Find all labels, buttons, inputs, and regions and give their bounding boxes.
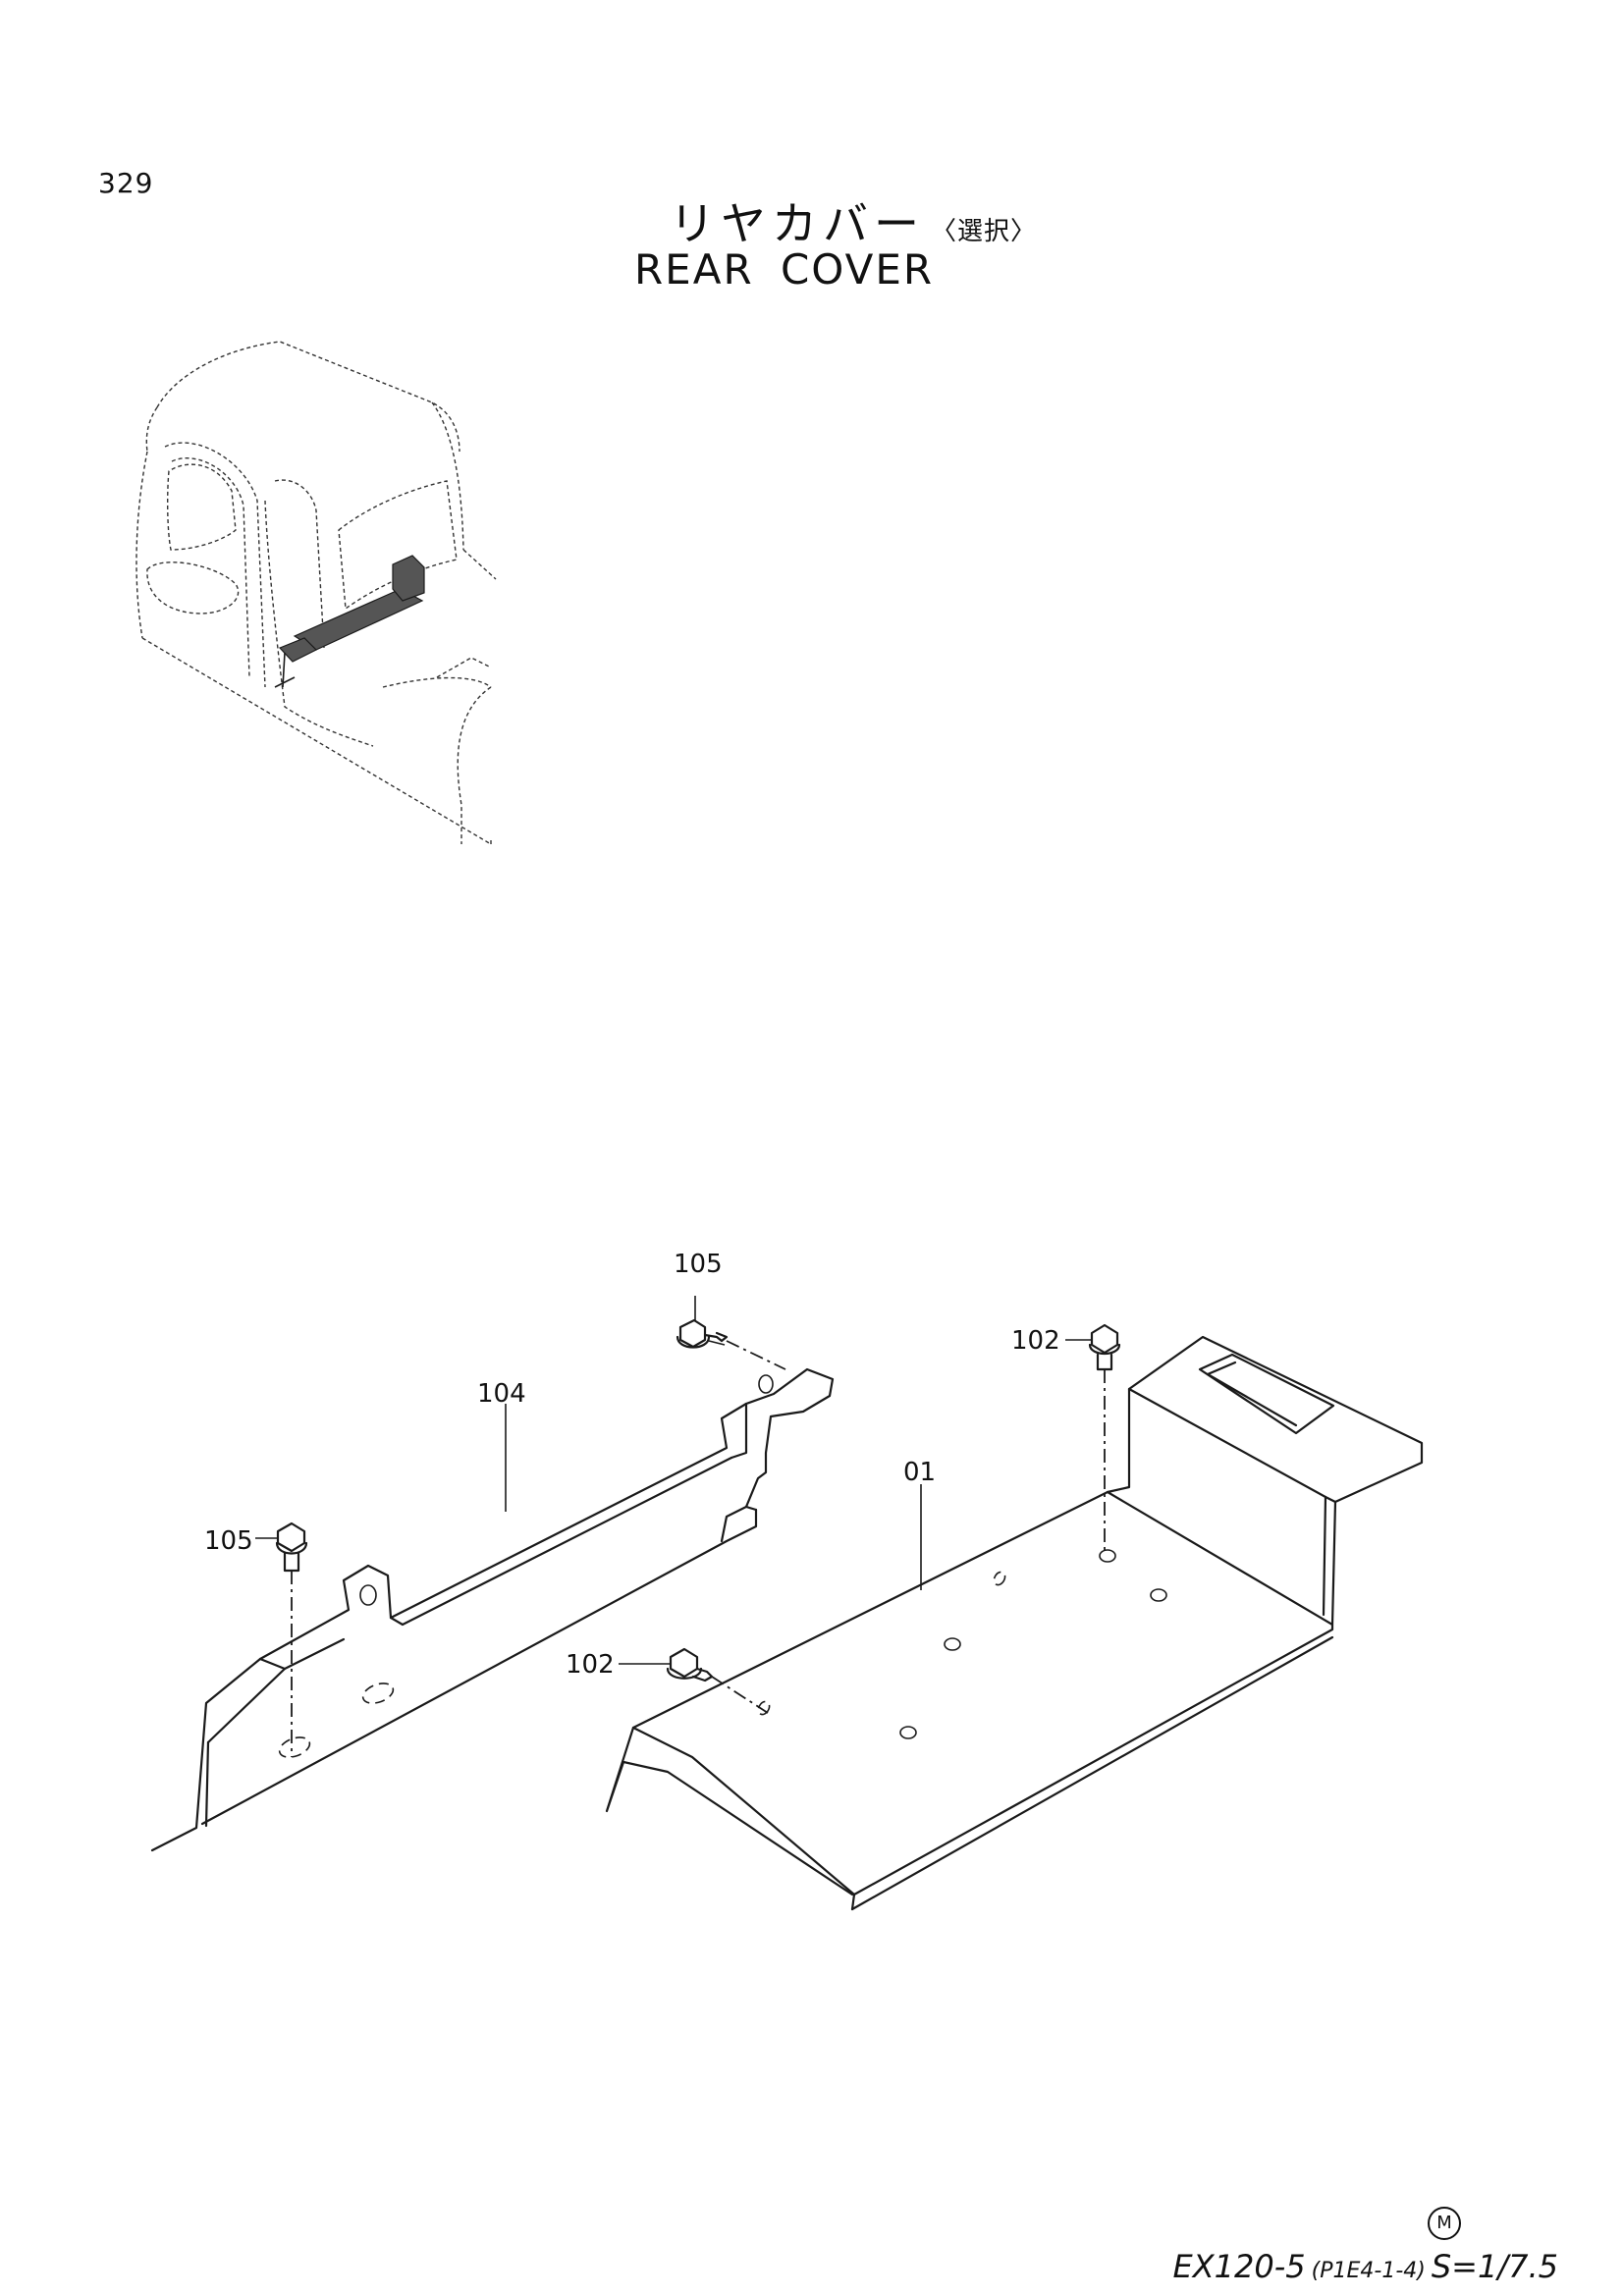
screw-105-left	[255, 1522, 308, 1757]
footer-reference: EX120-5(P1E4-1-4)S=1/7.5	[1173, 2248, 1558, 2285]
title-japanese-text: リヤカバー	[670, 197, 925, 250]
callout-01: 01	[903, 1458, 936, 1487]
title-english: REAR COVER	[634, 245, 935, 294]
part-01-rear-cover	[605, 1335, 1424, 1911]
cab-location-view	[135, 341, 497, 845]
title-japanese: リヤカバー〈選択〉	[670, 188, 1037, 253]
page-number: 329	[98, 167, 154, 199]
callout-102-middle: 102	[566, 1650, 615, 1680]
option-tag: 〈選択〉	[931, 217, 1038, 246]
part-104-cover-bracket	[150, 1367, 835, 1852]
m-mark-badge: M	[1428, 2207, 1461, 2240]
bolt-102-middle	[619, 1647, 769, 1714]
callout-105-left: 105	[204, 1526, 253, 1556]
callout-105-top: 105	[674, 1250, 723, 1279]
callout-104: 104	[477, 1379, 526, 1409]
drawing-code: (P1E4-1-4)	[1311, 2259, 1426, 2283]
drawing-scale: S=1/7.5	[1431, 2248, 1558, 2285]
bolt-102-top	[1065, 1323, 1121, 1551]
screw-105-top	[676, 1296, 786, 1370]
model-code: EX120-5	[1172, 2248, 1306, 2285]
callout-102-top: 102	[1011, 1326, 1060, 1356]
